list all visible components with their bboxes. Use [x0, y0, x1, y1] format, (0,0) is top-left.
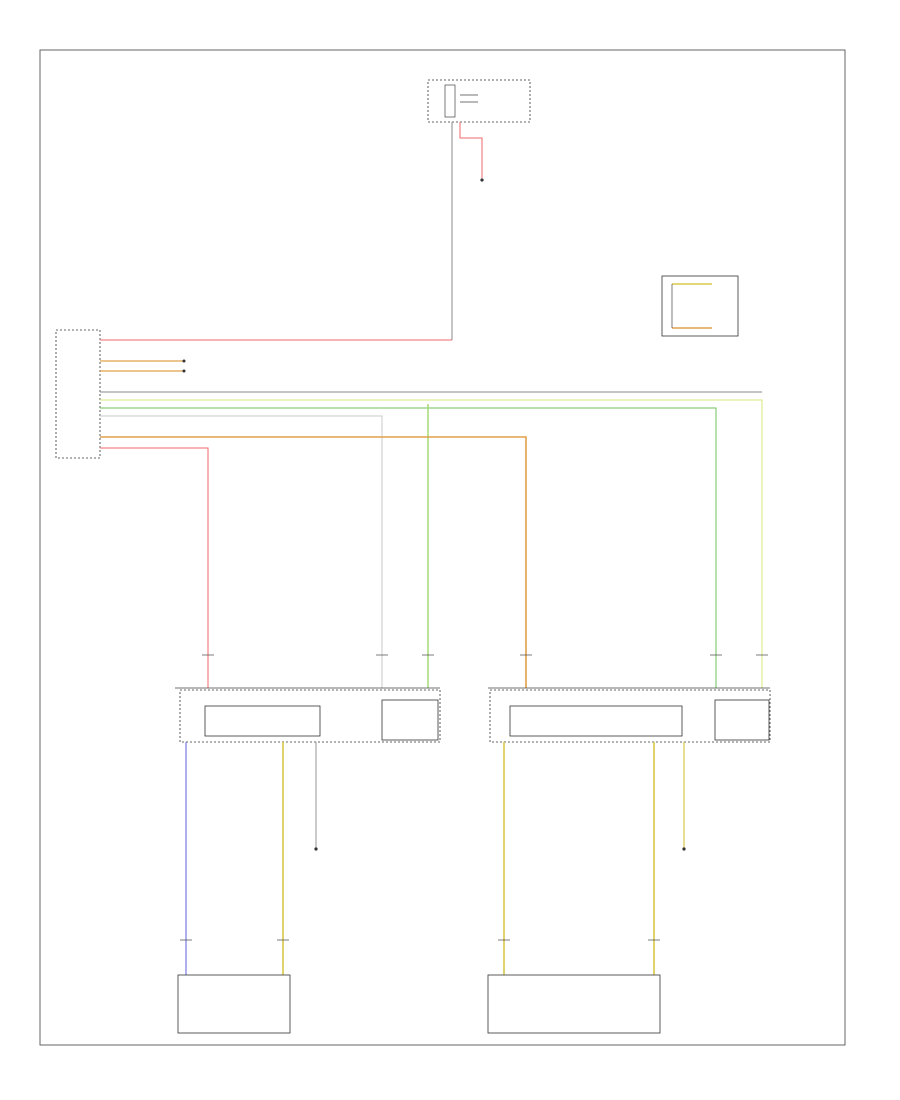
terminal-orange-b: [182, 369, 186, 373]
wire-green-bus: [100, 407, 717, 640]
wire-orange-bus: [100, 436, 527, 640]
component-bottom-right: [487, 974, 661, 1034]
wire-gray-short: [100, 415, 383, 640]
seat-module-right: [488, 687, 771, 743]
control-module-left: [55, 329, 101, 459]
ground-point-right: [682, 847, 686, 851]
wire-fuse-red-ground: [459, 122, 483, 178]
seat-module-left: [175, 687, 441, 743]
wire-yellow-green-bus: [100, 399, 763, 640]
component-bottom-left: [177, 974, 291, 1034]
fuse-block-top: [427, 79, 531, 123]
wire-red-bus: [100, 447, 209, 640]
ground-point-top: [480, 178, 484, 182]
terminal-orange-a: [182, 359, 186, 363]
ground-point-left: [314, 847, 318, 851]
connector-ticks: [180, 654, 768, 941]
connector-right-top: [661, 275, 739, 337]
diagram-border: [39, 49, 846, 1046]
